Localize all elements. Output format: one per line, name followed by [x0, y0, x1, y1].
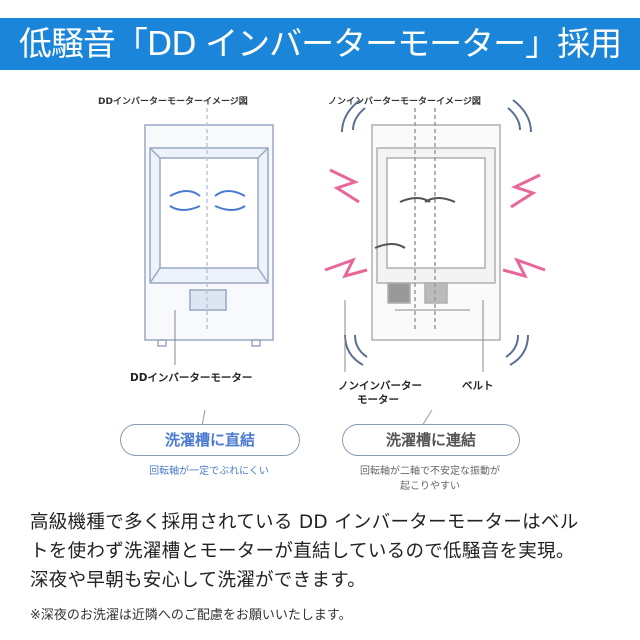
body-line-1: 高級機種で多く採用されている DD インバーターモーターはベル	[30, 512, 579, 533]
left-diagram-title: DDインバーターモーターイメージ図	[98, 97, 248, 107]
body-line-2: トを使わず洗濯槽とモーターが直結しているので低騒音を実現。	[30, 541, 575, 562]
right-caption-2: 起こりやすい	[400, 481, 460, 492]
body-line-3: 深夜や早朝も安心して洗濯ができます。	[30, 570, 366, 591]
dd-motor-label: DDインバーターモーター	[130, 372, 253, 384]
right-bubble: 洗濯槽に連結	[342, 424, 520, 456]
non-inverter-motor-label-1: ノンインバーター	[338, 380, 422, 392]
right-diagram-title: ノンインバーターモーターイメージ図	[328, 97, 481, 107]
left-bubble: 洗濯槽に直結	[120, 424, 300, 456]
non-inverter-machine-illustration	[371, 108, 501, 341]
right-caption-1: 回転軸が二軸で不安定な振動が	[360, 466, 500, 477]
left-caption: 回転軸が一定でぶれにくい	[149, 466, 269, 477]
vibration-zigzag-icons	[324, 168, 546, 279]
leader-lines	[174, 300, 484, 372]
belt-label: ベルト	[462, 380, 494, 392]
headline-banner: 低騒音「DD インバーターモーター」採用	[0, 18, 640, 70]
non-inverter-motor-label-2: モーター	[357, 394, 399, 406]
dd-machine-illustration	[144, 108, 274, 347]
sound-wave-icons	[341, 99, 532, 366]
footnote: ※深夜のお洗濯は近隣へのご配慮をお願いいたします。	[30, 608, 352, 623]
